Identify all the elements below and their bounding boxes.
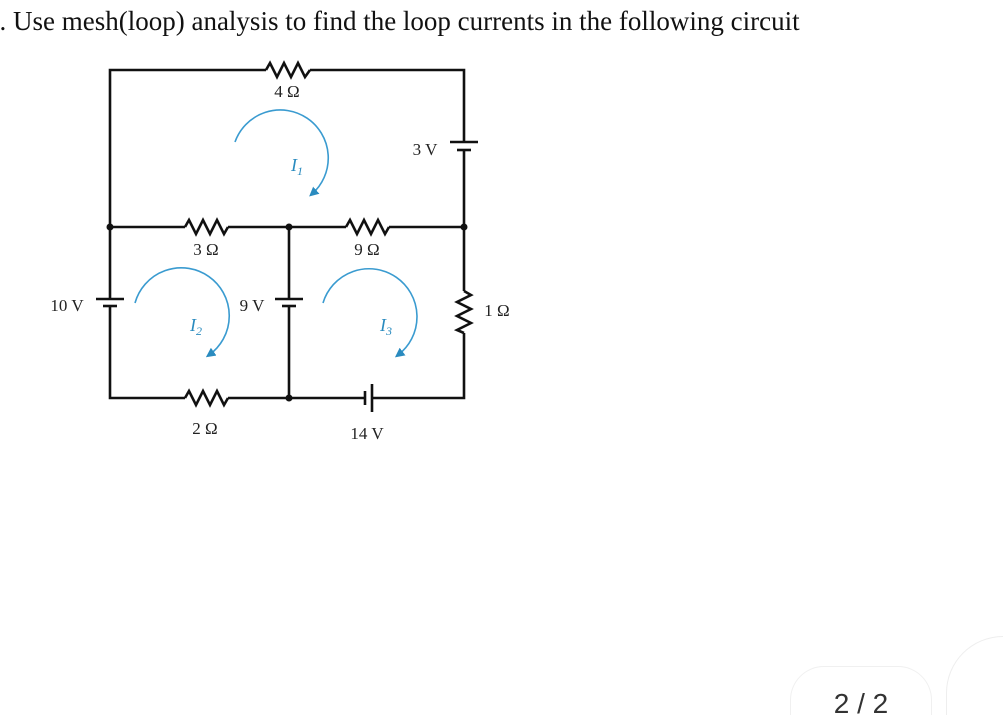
label-3v: 3 V (413, 140, 438, 159)
label-10v: 10 V (50, 296, 84, 315)
current-arrow-i3 (322, 267, 418, 358)
label-3ohm: 3 Ω (193, 240, 218, 259)
page-indicator[interactable]: 2 / 2 (790, 666, 932, 719)
label-1ohm: 1 Ω (484, 301, 509, 320)
wire-right-lower (373, 333, 466, 400)
page-indicator-text: 2 / 2 (833, 688, 889, 719)
node (106, 223, 114, 231)
battery-3v (450, 140, 478, 152)
battery-10v (96, 297, 124, 308)
label-2ohm: 2 Ω (192, 419, 217, 438)
resistor-2ohm (183, 388, 230, 408)
label-9v: 9 V (240, 296, 265, 315)
label-9ohm: 9 Ω (354, 240, 379, 259)
node (285, 394, 293, 402)
wire-left (108, 227, 365, 400)
battery-9v (275, 297, 303, 308)
current-arrow-i1 (234, 109, 330, 197)
question-text: 4. Use mesh(loop) analysis to find the l… (0, 6, 800, 36)
label-i2: I2 (189, 315, 202, 338)
resistor-3ohm (183, 217, 230, 237)
label-i3: I3 (379, 315, 392, 338)
battery-14v (363, 384, 374, 412)
node (285, 223, 293, 231)
node (460, 223, 468, 231)
resistor-9ohm (344, 217, 391, 237)
wire-top (108, 68, 466, 227)
resistor-4ohm (264, 60, 312, 80)
label-i1: I1 (290, 155, 303, 178)
label-4ohm: 4 Ω (274, 82, 299, 101)
current-arrow-i2 (134, 267, 231, 358)
label-14v: 14 V (350, 424, 384, 443)
resistor-1ohm (453, 289, 474, 335)
